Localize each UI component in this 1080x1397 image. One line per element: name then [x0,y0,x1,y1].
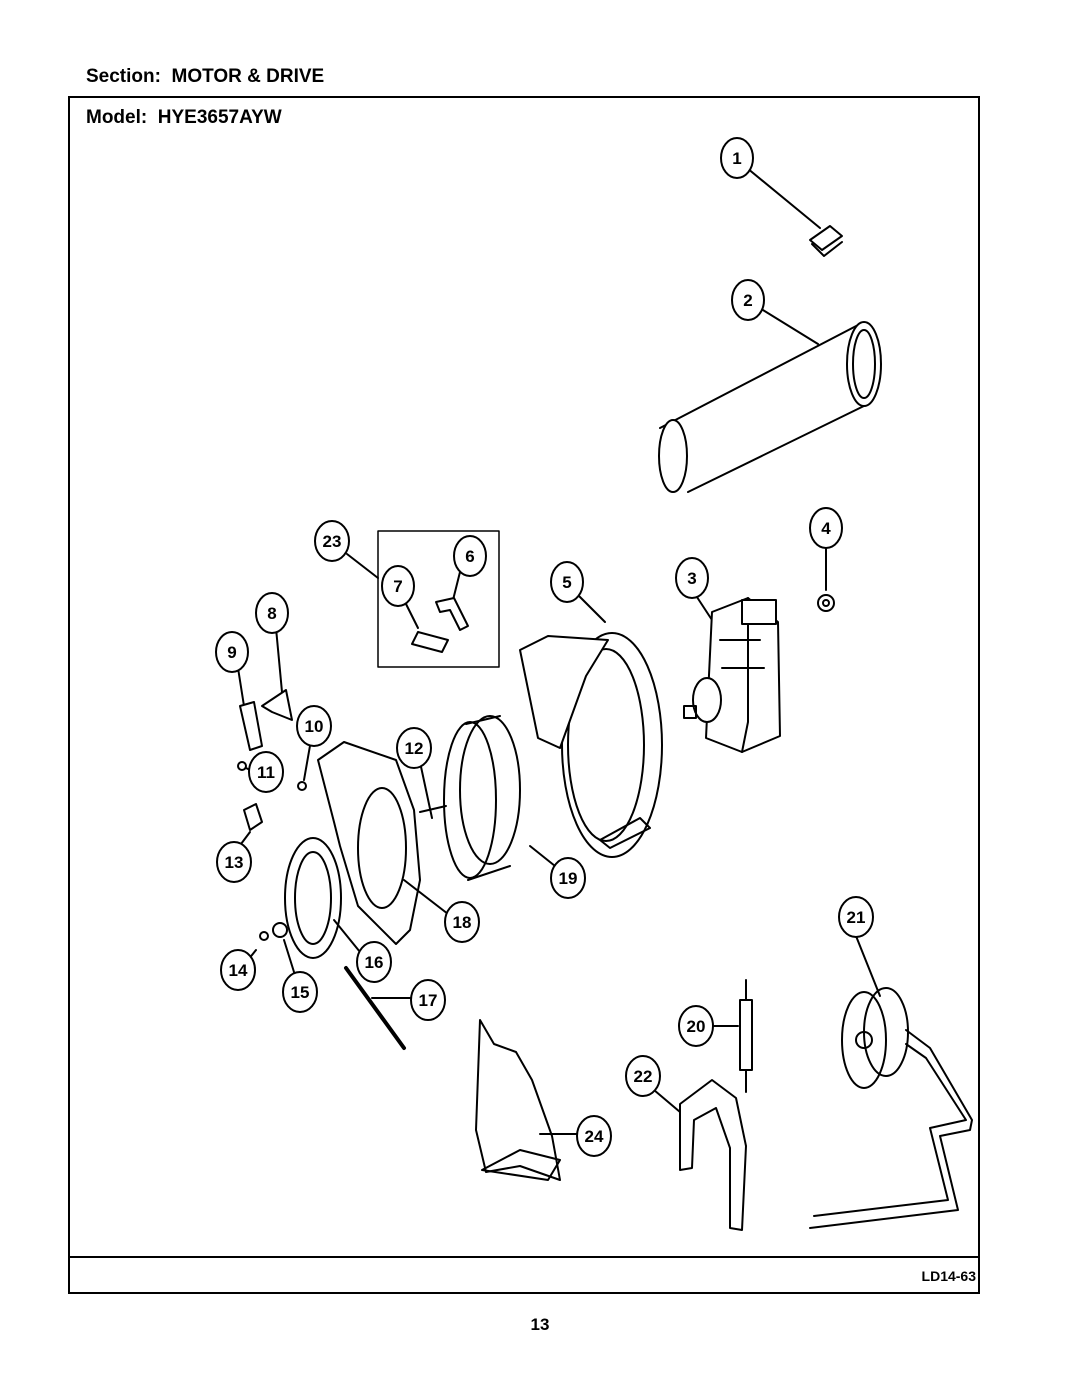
part-blower-housing [519,593,663,858]
model-name: HYE3657AYW [157,107,282,128]
part-duct [658,306,882,493]
section-title: Section: MOTOR & DRIVE [86,66,324,88]
footer-divider [68,1256,980,1258]
part-bracket-8-9 [237,627,293,751]
part-idler-pulley [809,935,973,1229]
part-nut [817,541,835,612]
part-washers [247,922,295,973]
part-motor [683,590,781,753]
model-title: Model: HYE3657AYW [86,107,282,129]
callout-20: 20 [687,1017,706,1036]
part-clip [746,167,843,257]
callout-6: 6 [465,547,474,566]
part-idler-bracket [653,1079,747,1231]
callout-18: 18 [453,913,472,932]
callout-9: 9 [227,643,236,662]
callout-14: 14 [229,961,248,980]
callout-7: 7 [393,577,402,596]
part-blower-wheel [419,715,561,881]
model-label: Model: [86,107,148,128]
callout-3: 3 [687,569,696,588]
callout-15: 15 [291,983,310,1002]
callout-1: 1 [732,149,741,168]
callout-5: 5 [562,573,571,592]
diagram-code: LD14-63 [921,1268,976,1284]
callout-8: 8 [267,604,276,623]
callout-22: 22 [634,1067,653,1086]
callout-2: 2 [743,291,752,310]
part-belt [344,966,411,1050]
callout-21: 21 [847,908,866,927]
diagram-frame [68,96,980,1294]
callout-13: 13 [225,853,244,872]
callout-markers [215,137,874,1157]
section-name: MOTOR & DRIVE [171,66,325,87]
callout-23: 23 [323,532,342,551]
part-inset-brackets [346,530,500,668]
callout-12: 12 [405,739,424,758]
callout-16: 16 [365,953,384,972]
part-seal-ring [284,837,361,959]
callout-11: 11 [257,763,275,782]
callout-24: 24 [585,1127,604,1146]
callout-17: 17 [419,991,438,1010]
part-motor-mount [475,1019,581,1181]
part-blower-cover [317,741,449,945]
section-label: Section: [86,66,161,87]
page-number: 13 [530,1315,550,1334]
callout-10: 10 [305,717,324,736]
part-spring [709,979,753,1093]
callout-4: 4 [821,519,831,538]
callout-19: 19 [559,869,578,888]
